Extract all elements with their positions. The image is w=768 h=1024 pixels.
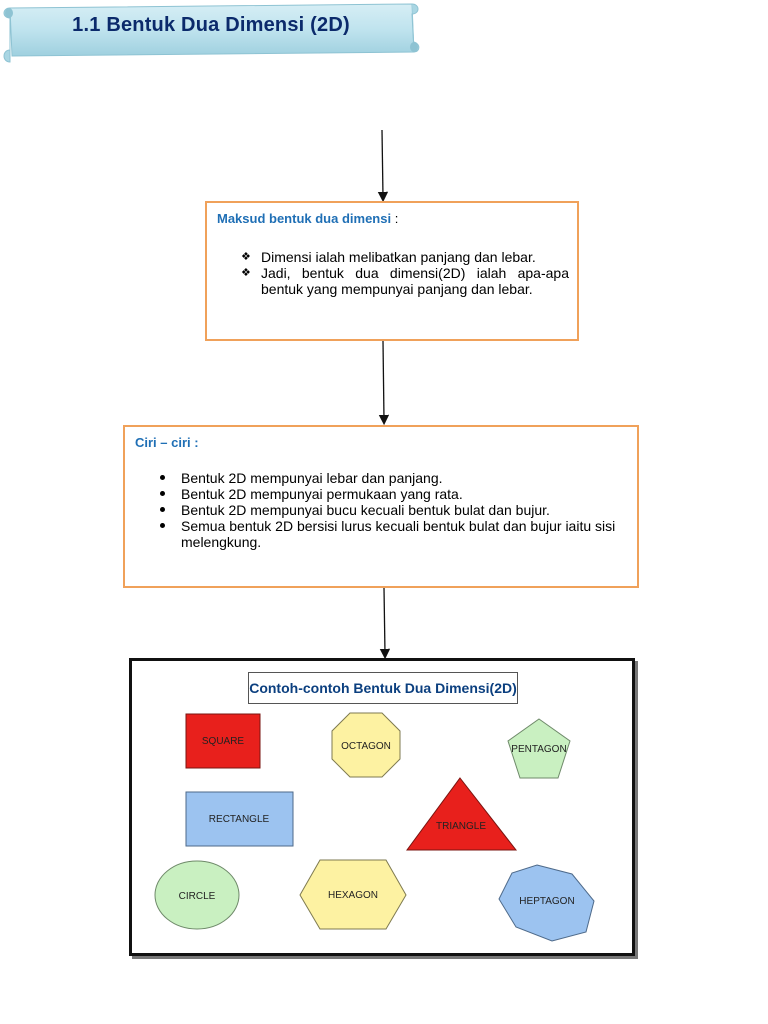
list-item: Bentuk 2D mempunyai permukaan yang rata. (155, 486, 625, 502)
characteristics-box: Ciri – ciri : Bentuk 2D mempunyai lebar … (123, 425, 639, 588)
scroll-banner-icon (3, 3, 420, 63)
square-label: SQUARE (202, 736, 245, 747)
characteristic-text: Semua bentuk 2D bersisi lurus kecuali be… (181, 518, 616, 550)
title-banner: 1.1 Bentuk Dua Dimensi (2D) (0, 0, 422, 64)
definition-list: ❖ Dimensi ialah melibatkan panjang dan le… (239, 249, 569, 297)
characteristics-list: Bentuk 2D mempunyai lebar dan panjang. B… (155, 470, 625, 550)
rectangle-label: RECTANGLE (209, 814, 270, 825)
examples-panel: Contoh-contoh Bentuk Dua Dimensi(2D) SQU… (129, 658, 635, 956)
rectangle-shape: RECTANGLE (185, 791, 294, 847)
round-bullet-icon (160, 523, 165, 528)
list-item: Semua bentuk 2D bersisi lurus kecuali be… (155, 518, 625, 550)
pentagon-shape: PENTAGON (507, 718, 571, 779)
octagon-label: OCTAGON (341, 741, 391, 752)
list-item: Bentuk 2D mempunyai lebar dan panjang. (155, 470, 625, 486)
arrow-ciri-to-examples (379, 587, 391, 660)
shapes-illustration: SQUARE OCTAGON PENTAGON RECTANGLE TRIANG… (154, 712, 595, 942)
octagon-shape: OCTAGON (331, 712, 401, 778)
definition-heading: Maksud bentuk dua dimensi : (217, 211, 398, 226)
hexagon-shape: HEXAGON (299, 859, 407, 930)
definition-heading-text: Maksud bentuk dua dimensi (217, 211, 392, 226)
list-item: Bentuk 2D mempunyai bucu kecuali bentuk … (155, 502, 625, 518)
characteristic-text: Bentuk 2D mempunyai permukaan yang rata. (181, 486, 463, 502)
diamond-bullet-icon: ❖ (241, 251, 251, 263)
heptagon-shape: HEPTAGON (498, 864, 595, 942)
characteristics-heading: Ciri – ciri : (135, 435, 199, 450)
diamond-bullet-icon: ❖ (241, 267, 251, 279)
hexagon-label: HEXAGON (328, 890, 378, 901)
page-title: 1.1 Bentuk Dua Dimensi (2D) (72, 14, 350, 36)
definition-heading-colon: : (391, 211, 399, 226)
list-item: ❖ Jadi, bentuk dua dimensi(2D) ialah apa-… (239, 265, 569, 297)
square-shape: SQUARE (185, 713, 261, 769)
definition-box: Maksud bentuk dua dimensi : ❖ Dimensi ial… (205, 201, 579, 341)
round-bullet-icon (160, 491, 165, 496)
circle-label: CIRCLE (179, 891, 216, 902)
round-bullet-icon (160, 507, 165, 512)
circle-shape: CIRCLE (154, 860, 240, 930)
characteristic-text: Bentuk 2D mempunyai bucu kecuali bentuk … (181, 502, 550, 518)
round-bullet-icon (160, 475, 165, 480)
characteristic-text: Bentuk 2D mempunyai lebar dan panjang. (181, 470, 443, 486)
triangle-label: TRIANGLE (436, 821, 486, 832)
definition-item-text: Dimensi ialah melibatkan panjang dan leb… (261, 249, 536, 265)
heptagon-label: HEPTAGON (519, 896, 574, 907)
pentagon-label: PENTAGON (511, 744, 566, 755)
examples-title-box: Contoh-contoh Bentuk Dua Dimensi(2D) (248, 672, 518, 704)
examples-title: Contoh-contoh Bentuk Dua Dimensi(2D) (249, 680, 517, 696)
definition-item-text: Jadi, bentuk dua dimensi(2D) ialah apa-a… (261, 265, 569, 297)
list-item: ❖ Dimensi ialah melibatkan panjang dan le… (239, 249, 569, 265)
triangle-shape: TRIANGLE (406, 777, 518, 851)
arrow-title-to-maksud (377, 129, 389, 203)
arrow-maksud-to-ciri (378, 340, 390, 426)
